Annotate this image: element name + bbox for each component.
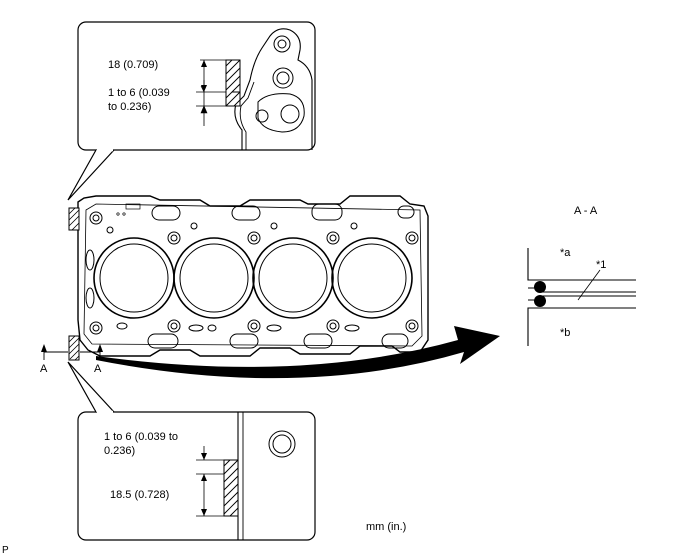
callout-a: *a	[560, 247, 571, 259]
cylinder-head-gasket	[68, 195, 429, 361]
top-width-dimension-label-line1: 1 to 6 (0.039	[108, 87, 170, 99]
corner-code: P	[2, 545, 9, 556]
bottom-height-dimension-label: 18.5 (0.728)	[110, 489, 170, 501]
bottom-width-dimension-label-line2: 0.236)	[104, 445, 136, 457]
callout-b: *b	[560, 327, 571, 339]
section-view-a-a	[527, 248, 636, 346]
view-arrow	[96, 326, 500, 379]
section-marker-right: A	[94, 363, 102, 375]
section-view-title: A - A	[574, 205, 598, 217]
top-width-dimension-label-line2: to 0.236)	[108, 101, 152, 113]
callout-1: *1	[596, 259, 607, 271]
bottom-detail-callout	[67, 361, 316, 541]
top-detail-callout	[67, 21, 316, 201]
units-label: mm (in.)	[366, 521, 407, 533]
bottom-width-dimension-label-line1: 1 to 6 (0.039 to	[104, 431, 178, 443]
section-marker-left: A	[40, 363, 48, 375]
top-height-dimension-label: 18 (0.709)	[108, 59, 159, 71]
